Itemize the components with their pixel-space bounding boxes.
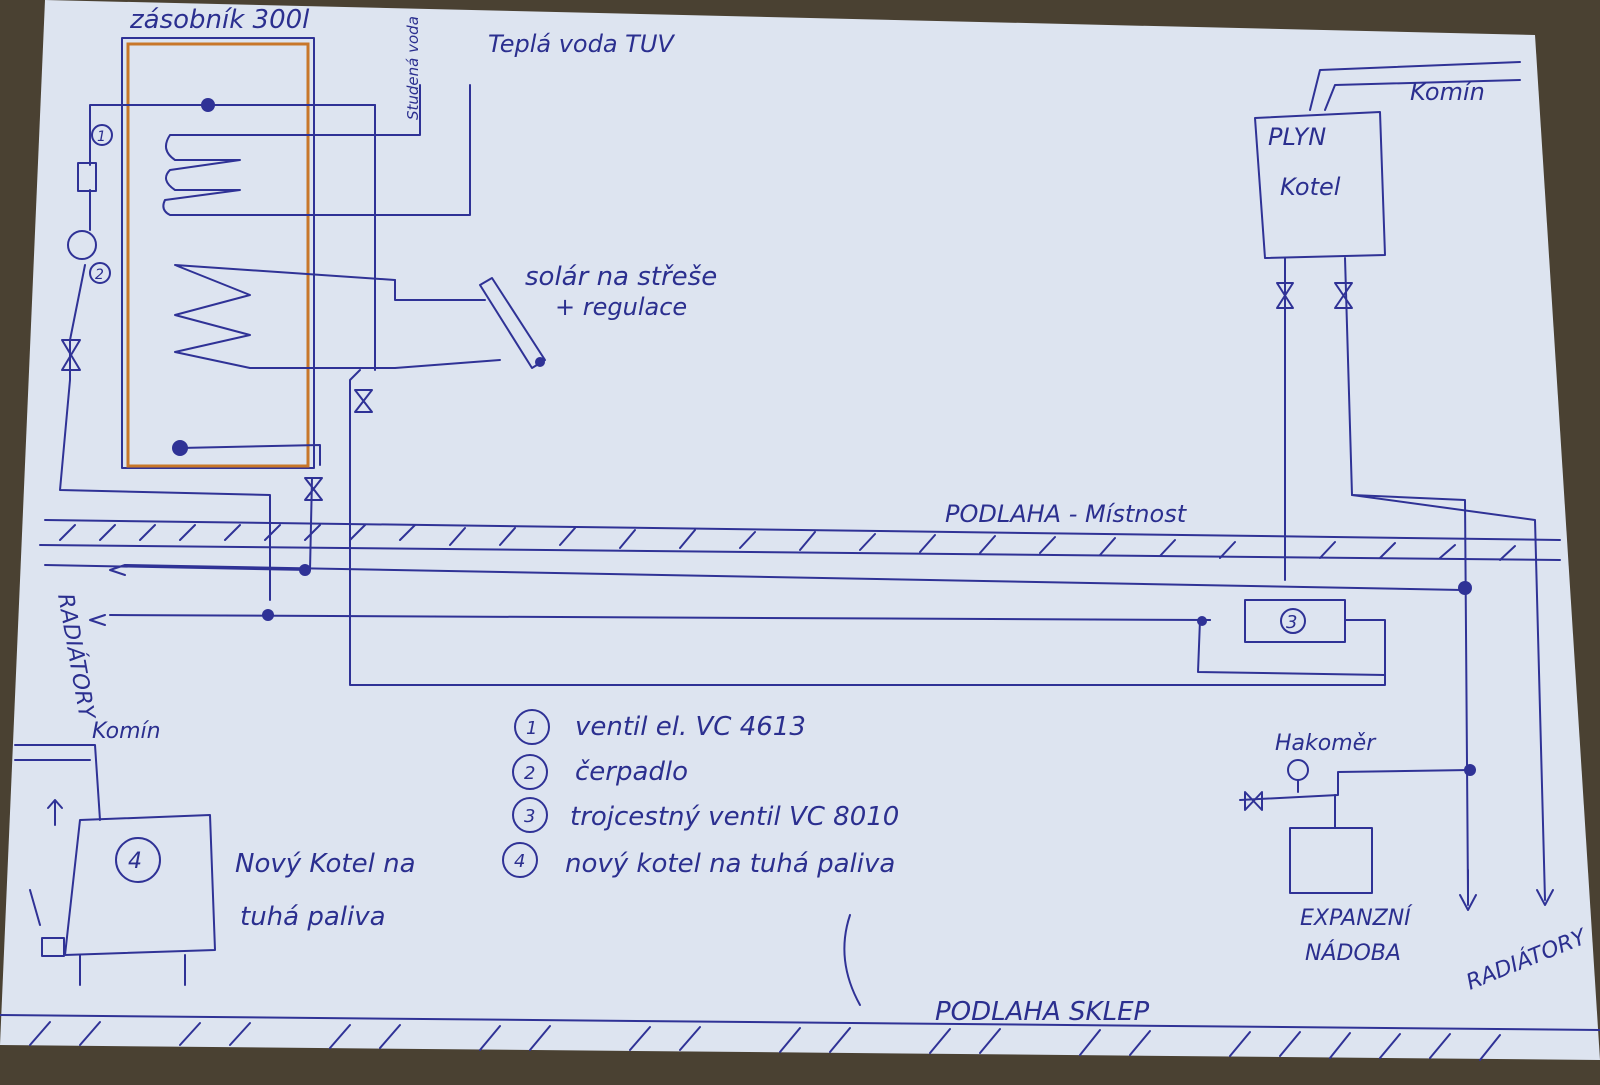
mixing-valve-number: 3 bbox=[1286, 612, 1297, 633]
legend-num: 3 bbox=[524, 806, 535, 827]
valve-central bbox=[354, 389, 373, 413]
cold-water-label: Studená voda bbox=[404, 16, 422, 120]
upper-floor bbox=[39, 519, 1561, 626]
gas-boiler-label-2: Kotel bbox=[1280, 173, 1341, 201]
central-riser bbox=[349, 104, 1386, 686]
legend-text: trojcestný ventil VC 8010 bbox=[570, 802, 899, 832]
legend-text: čerpadlo bbox=[575, 757, 688, 787]
legend-text: nový kotel na tuhá paliva bbox=[565, 849, 895, 879]
upper-floor-label: PODLAHA - Místnost bbox=[945, 500, 1188, 528]
solar-label-2: + regulace bbox=[555, 293, 687, 321]
legend-item: 1 ventil el. VC 4613 bbox=[514, 709, 806, 745]
legend-item: 2 čerpadlo bbox=[512, 754, 688, 790]
legend: 1 ventil el. VC 4613 2 čerpadlo 3 trojce… bbox=[502, 709, 899, 879]
expansion-label-2: NÁDOBA bbox=[1305, 940, 1401, 966]
solid-fuel-boiler bbox=[14, 744, 216, 986]
svg-text:2: 2 bbox=[95, 267, 104, 283]
legend-item: 3 trojcestný ventil VC 8010 bbox=[512, 797, 899, 833]
legend-num: 2 bbox=[524, 763, 535, 784]
expansion-label-1: EXPANZNÍ bbox=[1300, 905, 1413, 931]
valve-tank-bottom bbox=[304, 477, 323, 501]
solid-chimney-label: Komín bbox=[92, 719, 161, 744]
mixing-valve bbox=[1197, 581, 1472, 676]
legend-num: 4 bbox=[514, 851, 525, 872]
solar-collector bbox=[394, 277, 546, 369]
solid-boiler-label-1: Nový Kotel na bbox=[235, 849, 416, 879]
lower-floor-label: PODLAHA SKLEP bbox=[935, 997, 1150, 1027]
lower-floor bbox=[0, 914, 1600, 1061]
expansion-assembly bbox=[1239, 494, 1554, 911]
legend-text: ventil el. VC 4613 bbox=[575, 712, 806, 742]
svg-text:1: 1 bbox=[97, 129, 106, 145]
gas-boiler bbox=[1254, 61, 1521, 896]
solid-boiler-number: 4 bbox=[128, 849, 142, 874]
solid-boiler-label-2: tuhá paliva bbox=[240, 902, 386, 932]
legend-item: 4 nový kotel na tuhá paliva bbox=[502, 842, 895, 879]
gas-boiler-label-1: PLYN bbox=[1268, 123, 1326, 151]
hot-water-label: Teplá voda TUV bbox=[488, 30, 675, 58]
gas-chimney-label: Komín bbox=[1410, 78, 1485, 106]
left-circuit: 1 2 bbox=[59, 104, 271, 601]
legend-num: 1 bbox=[526, 718, 537, 739]
solar-label-1: solár na střeše bbox=[525, 262, 717, 292]
tank-title: zásobník 300l bbox=[129, 5, 310, 35]
manometer-label: Hakoměr bbox=[1275, 731, 1377, 756]
storage-tank bbox=[121, 37, 486, 469]
